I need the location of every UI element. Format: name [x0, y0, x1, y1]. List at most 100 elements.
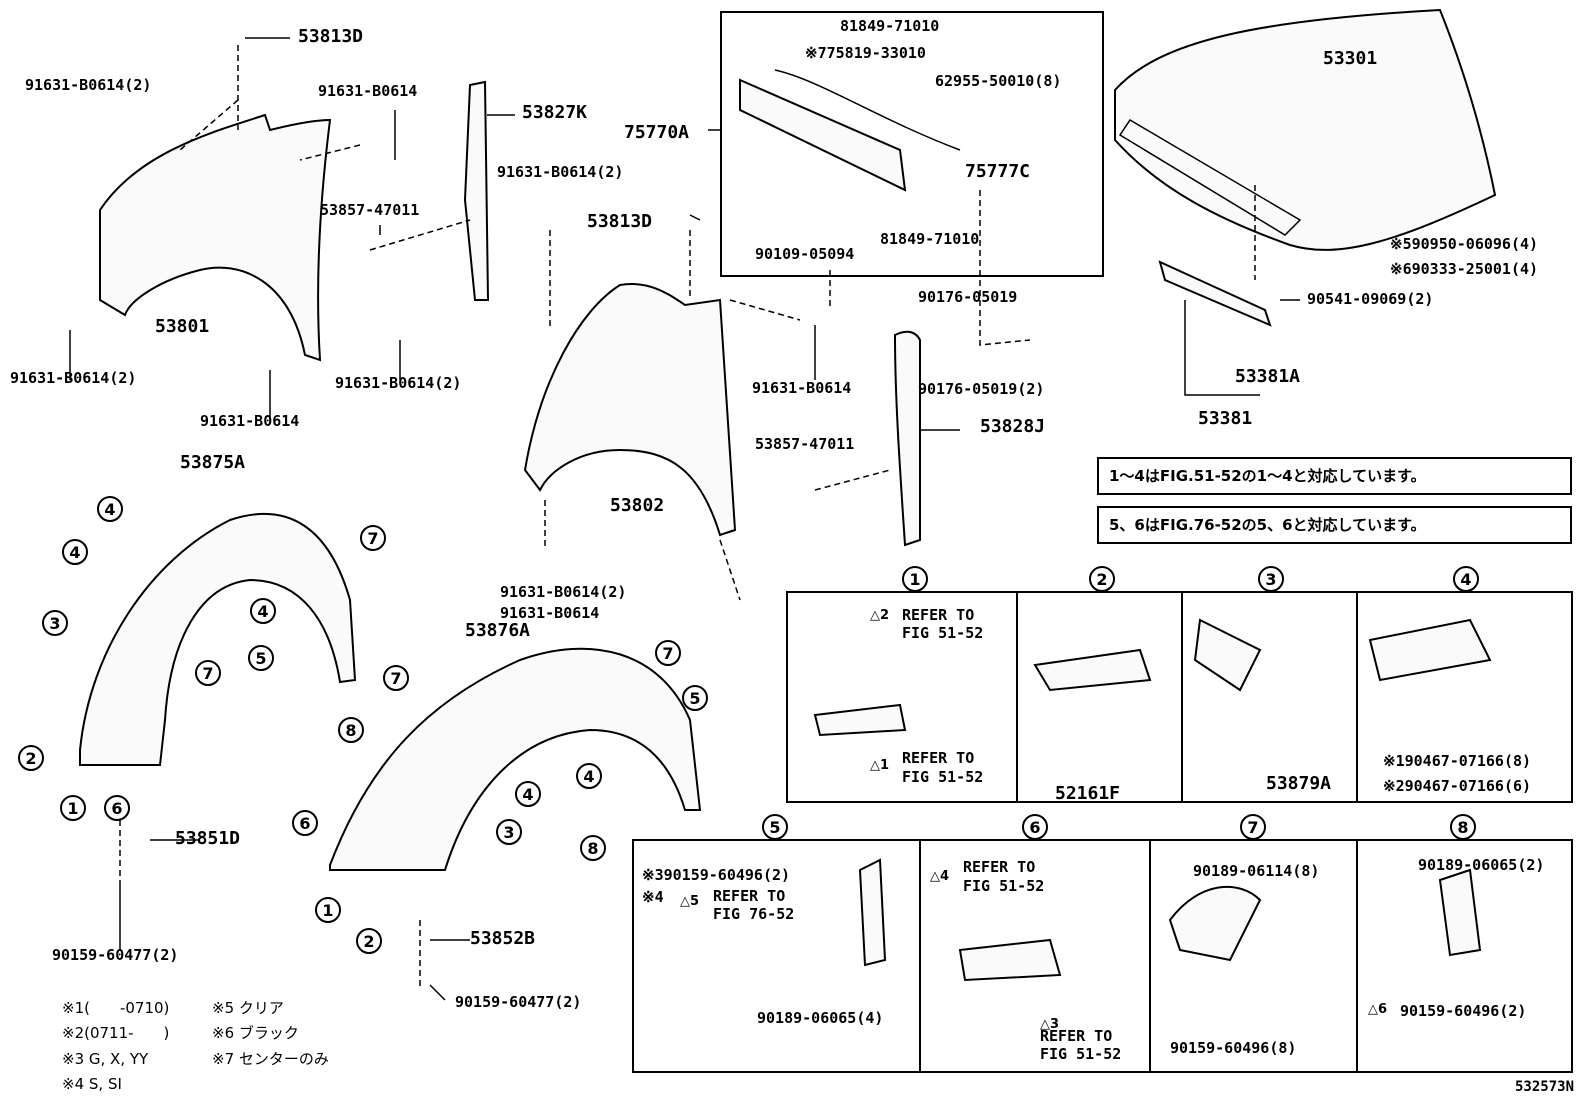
- ref-circle-5: 5: [248, 645, 274, 671]
- panel-1-fig-2: FIG 51-52: [902, 768, 984, 786]
- hood-stay-bracket: [1184, 300, 1260, 396]
- panel-2-number: 2: [1089, 566, 1115, 592]
- callout-label-53813d: 53813D: [298, 26, 364, 47]
- liner-lh-label: 53876A: [465, 620, 531, 641]
- legend-6: ※6 ブラック: [212, 1024, 299, 1042]
- callout-label-91631-b0614-lower: 91631-B0614: [500, 604, 600, 622]
- panel-3-number: 3: [1258, 566, 1284, 592]
- panel-1-refer-2: REFER TO: [902, 749, 975, 767]
- panel-7-number: 7: [1240, 814, 1266, 840]
- hood-note-6: ※690333-25001(4): [1390, 260, 1539, 278]
- seal-lh-shape: [893, 330, 921, 547]
- legend-7: ※7 センターのみ: [212, 1050, 329, 1068]
- grille-part-6: 81849-71010: [880, 230, 980, 248]
- hood-stay-main-label: 53381: [1198, 408, 1253, 429]
- liner-rh-shape: [79, 512, 357, 766]
- ref-circle-7d: 7: [655, 640, 681, 666]
- panel-4-number: 4: [1453, 566, 1479, 592]
- callout-label-91631-b0614-center: 91631-B0614: [752, 379, 852, 397]
- callout-label-53857-47011-center: 53857-47011: [755, 435, 855, 453]
- panel-4-part-2: ※290467-07166(6): [1383, 777, 1532, 795]
- panel-6-fig-2: FIG 51-52: [1040, 1045, 1122, 1063]
- callout-label-53857-47011: 53857-47011: [320, 201, 420, 219]
- panel-2-part: 52161F: [1055, 783, 1121, 804]
- hood-stay-sub-label: 53381A: [1235, 366, 1301, 387]
- panel-1-refer-1: REFER TO: [902, 606, 975, 624]
- grille-box-outer-label: 75770A: [624, 122, 690, 143]
- panel-5-part: 90189-06065(4): [757, 1009, 884, 1027]
- hood-edge: [1118, 118, 1302, 236]
- hood-stay: [1158, 260, 1272, 327]
- callout-label-91631-b0614-2: 91631-B0614(2): [25, 76, 152, 94]
- seal-lh-label: 53828J: [980, 416, 1046, 437]
- hood-bumper-label: 90541-09069(2): [1307, 290, 1434, 308]
- grille-part-5: 90109-05094: [755, 245, 855, 263]
- grille-part-4: 75777C: [965, 161, 1031, 182]
- callout-label-90159-60477-2: 90159-60477(2): [52, 946, 179, 964]
- ref-circle-4d: 4: [576, 763, 602, 789]
- ref-circle-7: 7: [195, 660, 221, 686]
- panel-5-refer: REFER TO: [713, 887, 786, 905]
- callout-label-91631-b0614-2-lower: 91631-B0614(2): [500, 583, 627, 601]
- grille-part-1: 81849-71010: [840, 17, 940, 35]
- panel-8-sketch: [1438, 868, 1482, 957]
- callout-label-91631-b0614-2-right: 91631-B0614(2): [335, 374, 462, 392]
- ref-circle-6b: 6: [292, 810, 318, 836]
- ref-circle-1b: 1: [315, 897, 341, 923]
- callout-label-90176-05019: 90176-05019: [918, 288, 1018, 306]
- ref-circle-4: 4: [97, 496, 123, 522]
- panel-5-fig: FIG 76-52: [713, 905, 795, 923]
- ref-circle-7c: 7: [383, 665, 409, 691]
- panel-1-fig-1: FIG 51-52: [902, 624, 984, 642]
- panel-8-part-2: 90159-60496(2): [1400, 1002, 1527, 1020]
- panel-5-line-1: ※390159-60496(2): [642, 866, 791, 884]
- legend-3: ※3 G, X, YY: [62, 1050, 149, 1068]
- note-box-1: 1～4はFIG.51-52の1～4と対応しています。: [1097, 457, 1572, 495]
- diagram-id: 532573N: [1515, 1079, 1575, 1095]
- ref-circle-3b: 3: [496, 819, 522, 845]
- panel-2-sketch: [1033, 648, 1152, 692]
- ref-circle-6: 6: [104, 795, 130, 821]
- fender-lh-label: 53802: [610, 495, 665, 516]
- callout-label-91631-b0614-bottom: 91631-B0614: [200, 412, 300, 430]
- panel-5-number: 5: [762, 814, 788, 840]
- legend-5: ※5 クリア: [212, 999, 284, 1017]
- hood-shape: [1114, 8, 1497, 251]
- seal-rh-label: 53827K: [522, 102, 588, 123]
- grille-part-2: ※775819-33010: [805, 44, 926, 62]
- fender-rh-label: 53801: [155, 316, 210, 337]
- panel-7-part-2: 90159-60496(8): [1170, 1039, 1297, 1057]
- ref-circle-5b: 5: [682, 685, 708, 711]
- grille-part-3: 62955-50010(8): [935, 72, 1062, 90]
- ref-circle-2: 2: [18, 745, 44, 771]
- hood-note-5: ※590950-06096(4): [1390, 235, 1539, 253]
- panel-3-part: 53879A: [1266, 773, 1332, 794]
- ref-circle-4b: 4: [62, 539, 88, 565]
- callout-label-90159-60477-2-b: 90159-60477(2): [455, 993, 582, 1011]
- ref-circle-3: 3: [42, 610, 68, 636]
- panel-1-number: 1: [902, 566, 928, 592]
- legend-4: ※4 S, SI: [62, 1075, 122, 1093]
- callout-label-91631-b0614-2-center: 91631-B0614(2): [497, 163, 624, 181]
- grille-molding: [774, 69, 961, 151]
- fender-rh-shape: [99, 113, 332, 362]
- callout-label-53851d: 53851D: [175, 828, 241, 849]
- panel-4-part-1: ※190467-07166(8): [1383, 752, 1532, 770]
- panel-1-triangle-2: △2: [870, 608, 890, 623]
- panel-7-part-1: 90189-06114(8): [1193, 862, 1320, 880]
- panel-3-sketch: [1193, 618, 1262, 692]
- grille-box-frame: [720, 11, 1104, 277]
- ref-circle-8: 8: [338, 717, 364, 743]
- panel-8-part-1: 90189-06065(2): [1418, 856, 1545, 874]
- panel-8-frame: [1356, 839, 1573, 1073]
- panel-8-number: 8: [1450, 814, 1476, 840]
- liner-rh-label: 53875A: [180, 452, 246, 473]
- panel-6-refer-2: REFER TO: [1040, 1027, 1113, 1045]
- ref-circle-1: 1: [60, 795, 86, 821]
- panel-5-triangle: △5: [680, 894, 700, 909]
- panel-5-sketch: [858, 858, 887, 967]
- seal-rh-shape: [463, 80, 490, 301]
- legend-2: ※2(0711- ): [62, 1024, 170, 1042]
- ref-circle-4c: 4: [250, 598, 276, 624]
